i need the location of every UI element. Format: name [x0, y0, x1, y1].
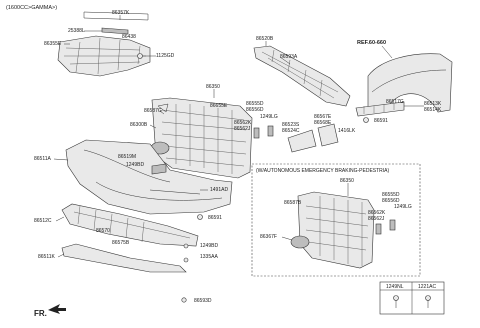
label-1249BD-b: 1249BD: [200, 243, 218, 249]
clip-icon: [425, 295, 431, 308]
aeb-label-86367F: 86367F: [260, 234, 277, 240]
fastener-legend: 1249NL 1221AC: [379, 281, 445, 315]
label-1125GD: 1125GD: [156, 53, 175, 59]
label-86655E: 86655E: [210, 103, 228, 109]
front-arrow-icon: [48, 304, 66, 314]
label-ref-60-660: REF.60-660: [357, 40, 386, 46]
screw-icon: [393, 295, 399, 308]
variant-label: (1600CC>GAMMA>): [6, 5, 57, 11]
aeb-label-1249LG: 1249LG: [394, 204, 412, 210]
aeb-label-86562J: 86562J: [368, 216, 385, 222]
label-1335AA: 1335AA: [200, 254, 218, 260]
label-86593D: 86593D: [194, 298, 212, 304]
part-86511A-bumper-cover: [65, 139, 233, 215]
part-86517G-bracket: [355, 101, 405, 117]
label-86513K: 86513K: [424, 101, 442, 107]
part-86523S-bracket: [287, 129, 317, 153]
aeb-label-86350: 86350: [340, 178, 354, 184]
label-86556D: 86556D: [246, 107, 264, 113]
part-86355E-beam: [57, 11, 151, 77]
label-1491AD: 1491AD: [210, 187, 228, 193]
label-86568E: 86568E: [314, 120, 332, 126]
aeb-label-86555D: 86555D: [382, 192, 400, 198]
label-86562J: 86562J: [234, 126, 251, 132]
front-direction-label: FR.: [34, 309, 47, 318]
label-86567E: 86567E: [314, 114, 332, 120]
label-86519M: 86519M: [118, 154, 136, 160]
part-86520B-absorber: [253, 45, 351, 107]
label-86591-bottom: 86591: [208, 215, 222, 221]
label-1416LK: 1416LK: [338, 128, 356, 134]
label-86520B: 86520B: [256, 36, 274, 42]
aeb-label-86562K: 86562K: [368, 210, 386, 216]
aeb-box: [251, 163, 421, 277]
aeb-title: (W/AUTONOMOUS EMERGENCY BRAKING-PEDESTRI…: [256, 168, 389, 174]
label-86523S: 86523S: [282, 122, 300, 128]
label-86357K: 86357K: [112, 10, 130, 16]
label-25388L: 25388L: [68, 28, 85, 34]
label-86511K: 86511K: [38, 254, 56, 260]
label-86562K: 86562K: [234, 120, 252, 126]
label-86555D: 86555D: [246, 101, 264, 107]
label-86570: 86570: [96, 228, 110, 234]
label-86438: 86438: [122, 34, 136, 40]
part-aeb-grille: [297, 191, 375, 269]
legend-1249NL: 1249NL: [386, 284, 404, 290]
label-86300B: 86300B: [130, 122, 148, 128]
part-86512C-lower: [61, 203, 199, 247]
label-86514K: 86514K: [424, 107, 442, 113]
label-86524C: 86524C: [282, 128, 300, 134]
label-1249LG: 1249LG: [260, 114, 278, 120]
label-86350: 86350: [206, 84, 220, 90]
label-86517G: 86517G: [386, 99, 404, 105]
label-86575B: 86575B: [112, 240, 130, 246]
label-86355E: 86355E: [44, 41, 62, 47]
part-86593D: [181, 297, 187, 303]
part-86567E-bracket: [317, 123, 339, 147]
aeb-label-86556D: 86556D: [382, 198, 400, 204]
label-86591-top: 86591: [374, 118, 388, 124]
label-86511A: 86511A: [34, 156, 52, 162]
label-1249BD: 1249BD: [126, 162, 144, 168]
aeb-label-86587B: 86587B: [284, 200, 302, 206]
part-86511K-lip: [61, 243, 187, 273]
legend-1221AC: 1221AC: [418, 284, 436, 290]
label-86593A: 86593A: [280, 54, 298, 60]
label-86587G: 86587G: [144, 108, 162, 114]
label-86512C: 86512C: [34, 218, 52, 224]
